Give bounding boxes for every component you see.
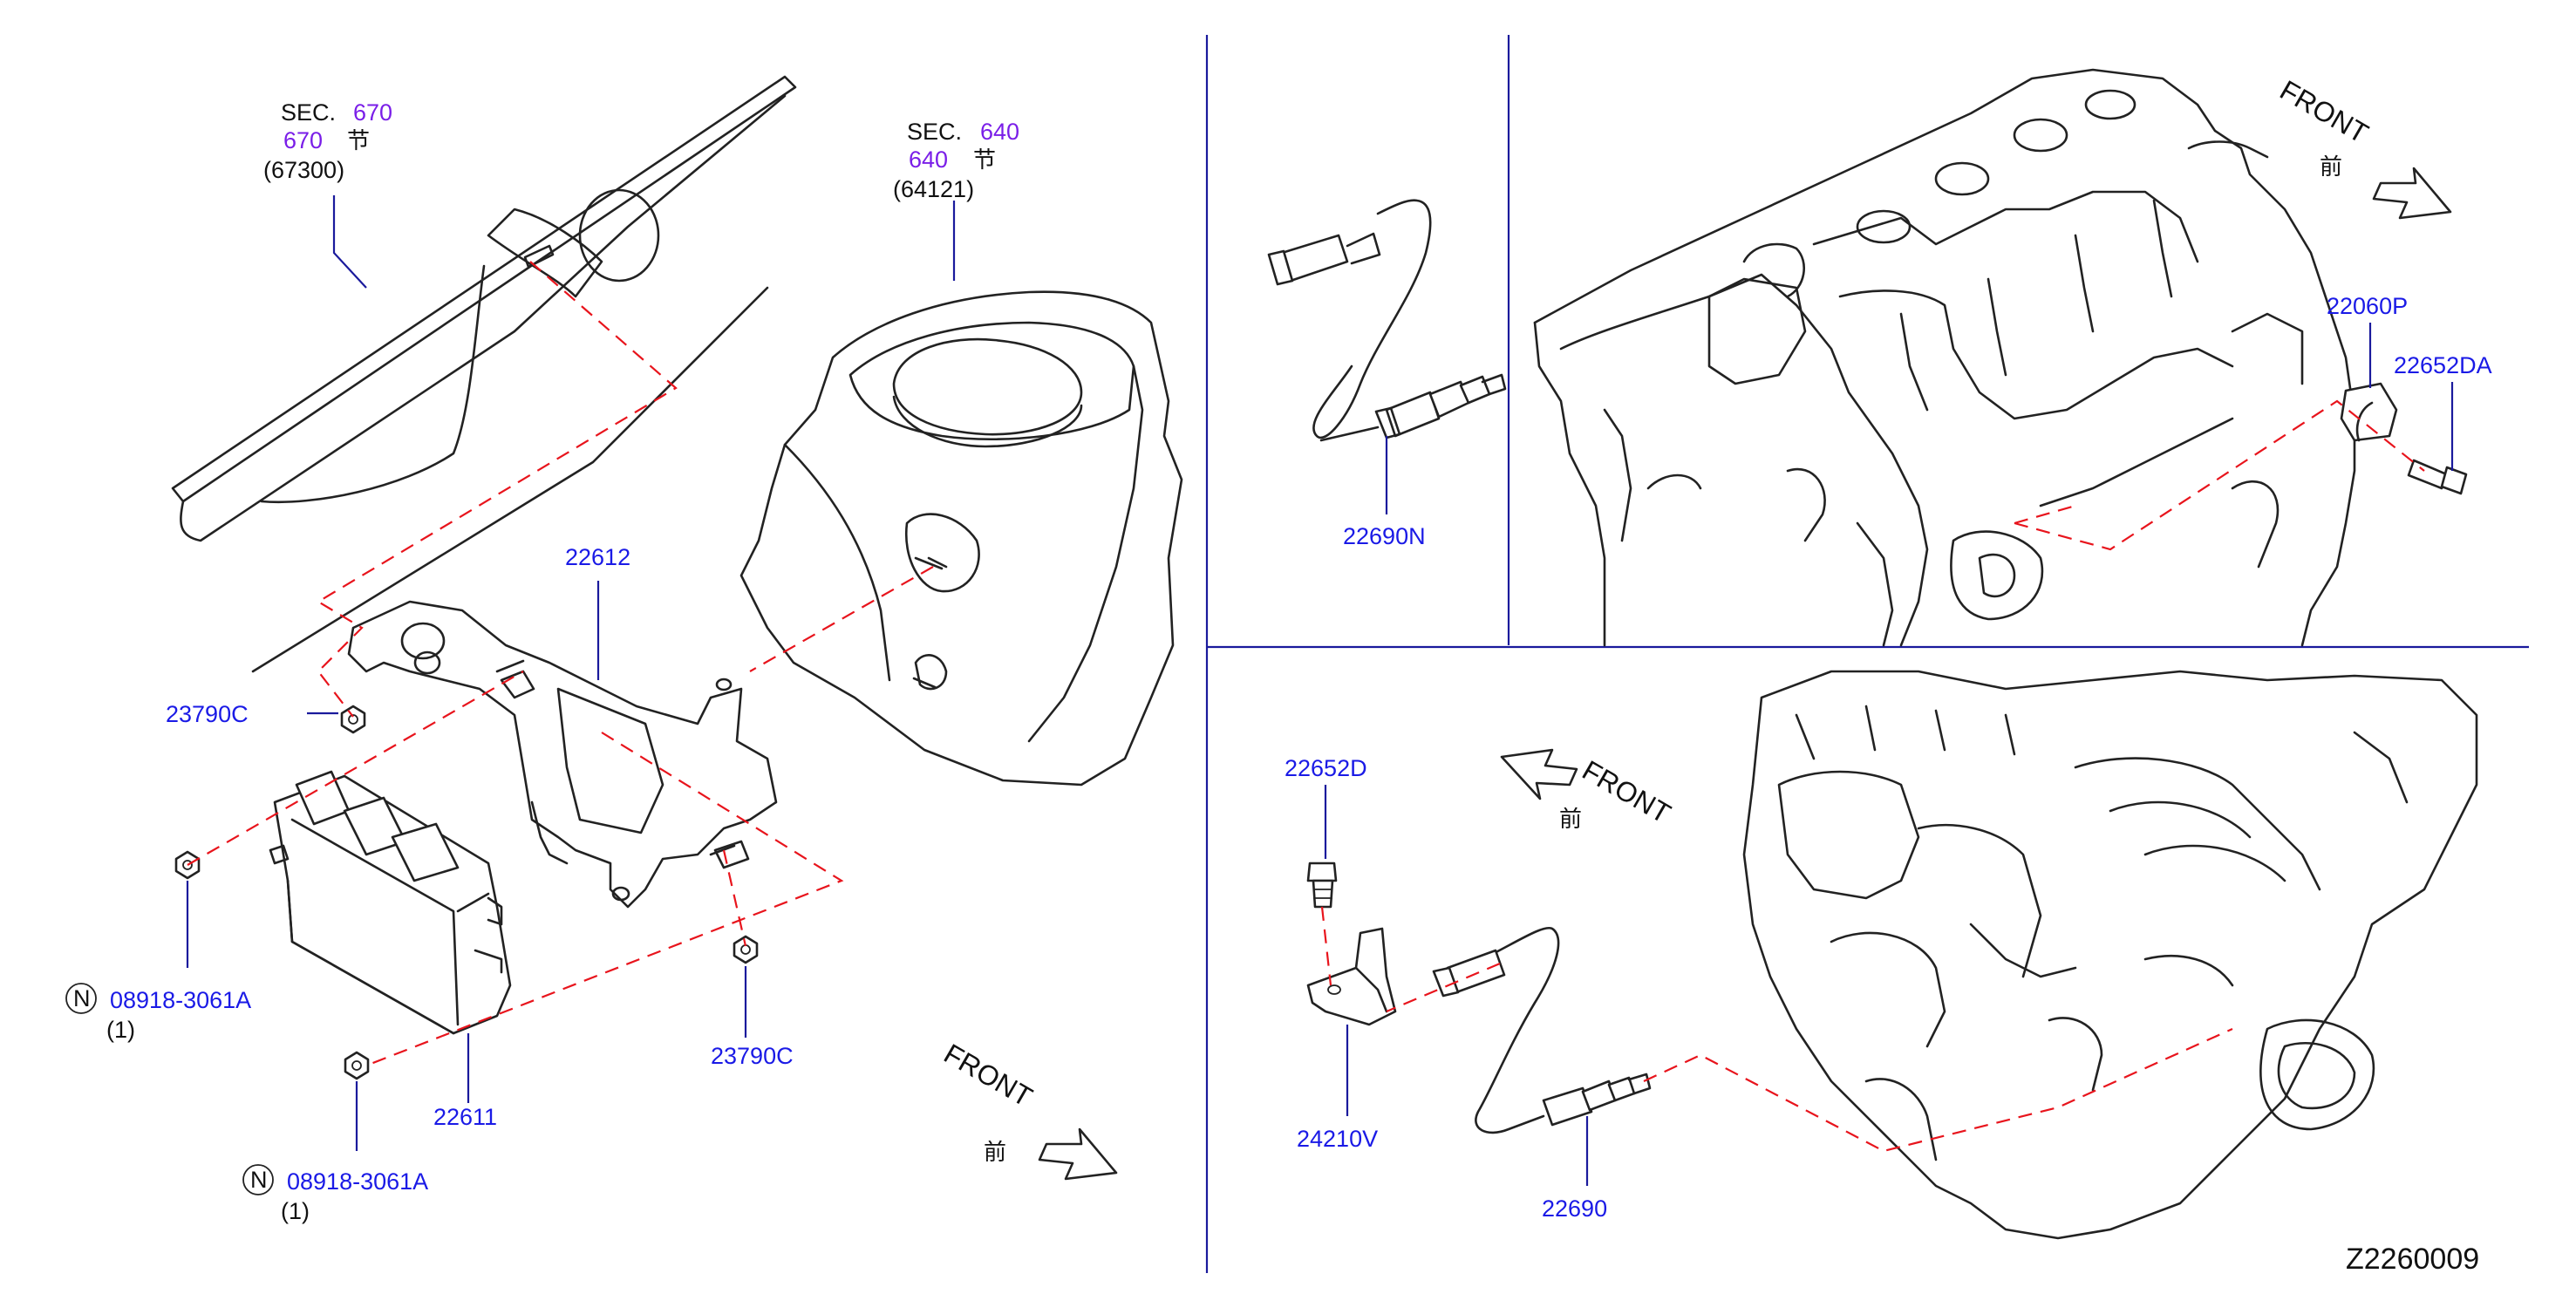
sec-640-number: 640 xyxy=(980,119,1019,145)
front-indicator-left: FRONT 前 xyxy=(939,1038,1118,1181)
insulator-cover-drawing xyxy=(739,290,1183,787)
sec-670-cjk-number: 670 xyxy=(283,127,323,153)
part-label-24210v: 24210V xyxy=(1297,1126,1378,1152)
sec-670-prefix: SEC. xyxy=(281,99,336,126)
front-arrow-bottom-icon xyxy=(1500,748,1578,800)
n-marker-bottom-text: N xyxy=(250,1167,268,1193)
part-label-23790c-right: 23790C xyxy=(711,1043,794,1069)
part-label-22611: 22611 xyxy=(433,1104,497,1130)
bottom-leaders xyxy=(1324,785,1589,1186)
part-label-08918-bottom: N 08918-3061A (1) xyxy=(242,1164,428,1224)
front-bottom-text: FRONT xyxy=(1578,754,1676,829)
part-label-08918-top-text: 08918-3061A xyxy=(110,987,251,1013)
front-indicator-bottom: FRONT 前 xyxy=(1500,748,1676,833)
part-label-22690n: 22690N xyxy=(1343,523,1426,549)
front-arrow-top-right-icon xyxy=(2372,167,2452,220)
part-label-22652da: 22652DA xyxy=(2394,352,2492,378)
engine-top-drawing xyxy=(1533,68,2356,647)
sec-640-prefix: SEC. xyxy=(907,119,962,145)
sec-670-cjk-suffix: 节 xyxy=(347,128,370,154)
sec-640-part-number: (64121) xyxy=(893,176,974,202)
o2-sensor-22690n-drawing xyxy=(1267,199,1507,442)
sec-670-part-number: (67300) xyxy=(263,157,344,183)
nut-23790c-right-icon xyxy=(733,935,759,964)
front-bottom-cjk: 前 xyxy=(1559,807,1582,833)
part-label-08918-top: N 08918-3061A (1) xyxy=(65,983,251,1043)
bottom-phantom-line-bolt xyxy=(1320,906,1332,986)
bottom-phantom-line-sensor xyxy=(1386,962,1501,1013)
sec-670-number: 670 xyxy=(353,99,392,126)
part-label-08918-bottom-text: 08918-3061A xyxy=(287,1168,428,1195)
part-label-23790c-left: 23790C xyxy=(166,701,249,727)
ecm-bracket-drawing xyxy=(347,600,778,909)
bolt-22652d-drawing xyxy=(1306,862,1338,909)
section-ref-670: SEC. 670 670 节 (67300) xyxy=(263,99,392,183)
sec-640-cjk-number: 640 xyxy=(909,146,948,173)
part-label-22060p: 22060P xyxy=(2327,293,2408,319)
front-left-cjk: 前 xyxy=(984,1140,1006,1166)
n-marker-bottom-icon xyxy=(242,1164,274,1195)
diagram-code: Z2260009 xyxy=(2346,1243,2479,1276)
bottom-phantom-line-engine xyxy=(1643,1027,2233,1153)
left-phantom-lines xyxy=(187,261,934,1067)
nut-icons-left xyxy=(174,705,759,1080)
right-top-leaders xyxy=(2368,323,2454,471)
n-marker-top-icon xyxy=(65,983,97,1014)
dash-panel-drawing xyxy=(171,75,797,673)
o2-sensor-22690-drawing xyxy=(1432,926,1652,1134)
front-top-right-cjk: 前 xyxy=(2320,154,2342,180)
nut-23790c-left-icon xyxy=(340,705,366,734)
sec-640-cjk-suffix: 节 xyxy=(973,147,996,174)
part-qty-08918-bottom: (1) xyxy=(281,1198,310,1224)
left-leader-lines xyxy=(186,195,956,1151)
part-label-22652d: 22652D xyxy=(1285,755,1367,781)
nut-08918-bottom-icon xyxy=(344,1051,370,1080)
section-ref-640: SEC. 640 640 节 (64121) xyxy=(893,119,1019,202)
knock-sensor-phantom-line xyxy=(2014,399,2425,551)
front-arrow-left-icon xyxy=(1038,1127,1118,1181)
part-qty-08918-top: (1) xyxy=(106,1017,135,1043)
front-top-right-text: FRONT xyxy=(2275,74,2374,149)
engine-bottom-drawing xyxy=(1742,670,2478,1240)
panel-dividers xyxy=(1205,35,2529,1273)
bolt-22652da-drawing xyxy=(2407,459,2468,495)
bracket-studs xyxy=(495,556,944,856)
n-marker-top-text: N xyxy=(73,985,91,1011)
part-label-22690: 22690 xyxy=(1542,1195,1607,1222)
front-indicator-top-right: FRONT 前 xyxy=(2275,74,2452,220)
front-left-text: FRONT xyxy=(939,1038,1038,1113)
ecm-module-drawing xyxy=(269,770,512,1035)
part-label-22612: 22612 xyxy=(565,544,630,570)
bracket-24210v-drawing xyxy=(1306,927,1397,1026)
engine-phantom-line xyxy=(2014,504,2076,525)
